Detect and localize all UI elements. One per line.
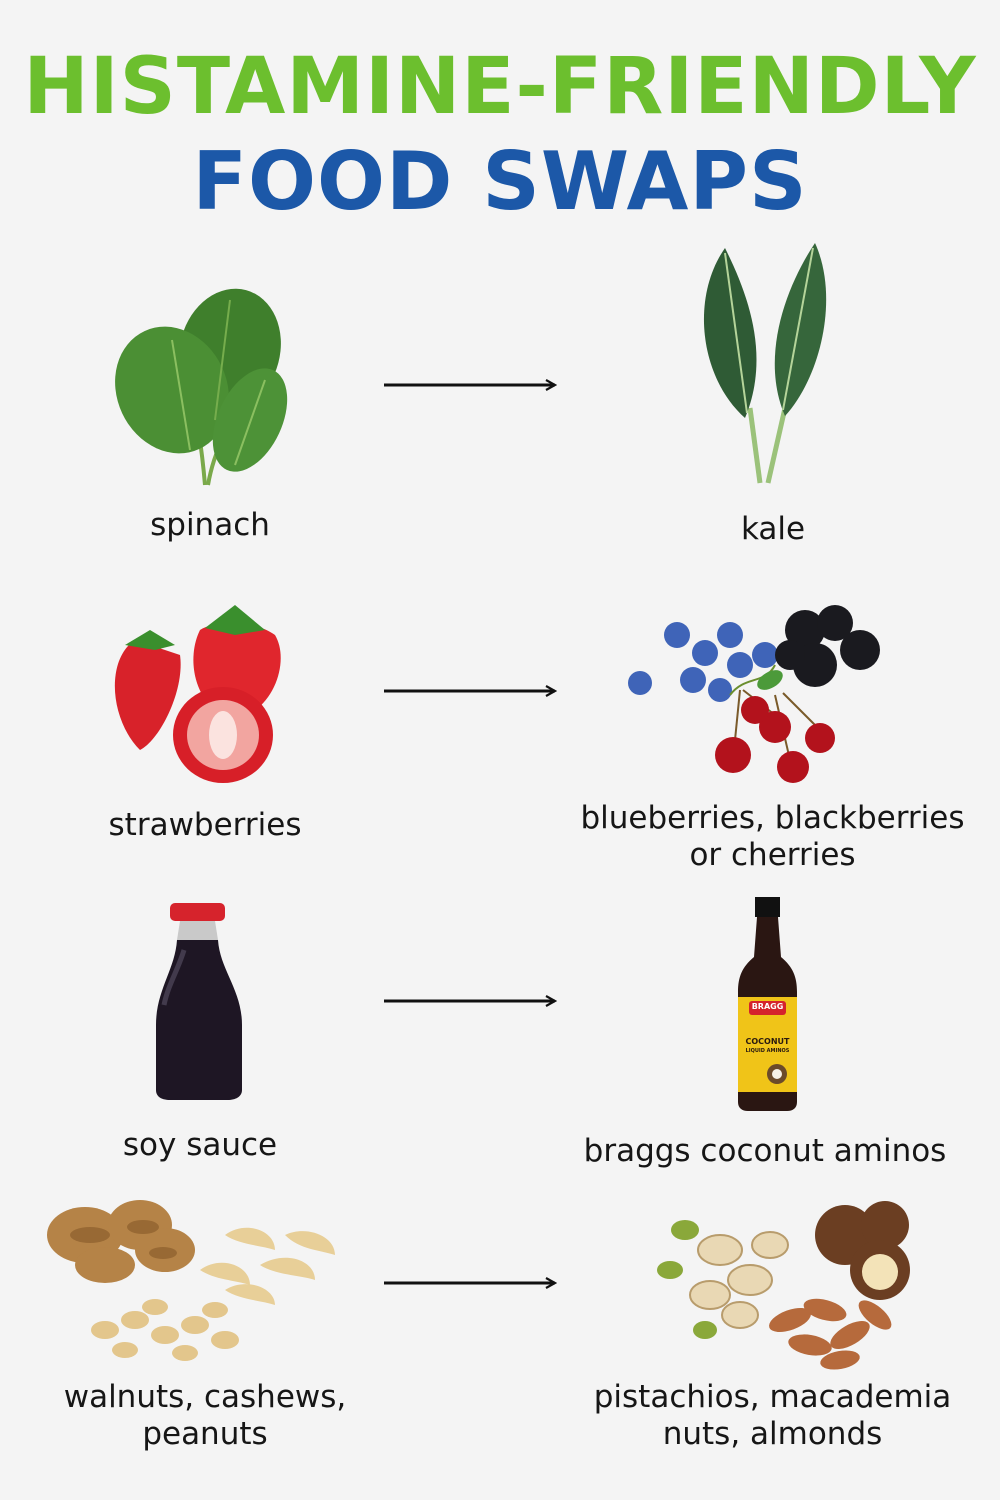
pistachios-macadamia-almonds-icon	[657, 1201, 910, 1370]
arrow-icon	[384, 993, 559, 1009]
swap-from-label: soy sauce	[122, 1127, 278, 1163]
swap-from-label: spinach	[150, 507, 270, 543]
swap-from-label: strawberries	[108, 807, 302, 843]
swap-to-label: kale	[740, 511, 806, 547]
title-line-1: HISTAMINE-FRIENDLY	[23, 42, 977, 132]
berries-cherries-icon	[628, 605, 880, 783]
kale-icon	[703, 243, 827, 484]
swap-to-label-line1: pistachios, macademia	[593, 1379, 952, 1415]
bottle-product-text: COCONUT	[745, 1037, 790, 1046]
arrow-icon	[384, 683, 559, 699]
bottle-product-subtext: LIQUID AMINOS	[745, 1048, 790, 1054]
swap-to-label-line2: or cherries	[689, 837, 856, 873]
walnuts-cashews-peanuts-icon	[47, 1200, 335, 1361]
coconut-aminos-bottle-icon: BRAGG COCONUT LIQUID AMINOS	[735, 897, 800, 1112]
soy-sauce-bottle-icon	[156, 903, 242, 1100]
swap-to-label-line1: blueberries, blackberries	[580, 800, 965, 836]
swap-from-label-line1: walnuts, cashews,	[63, 1379, 347, 1415]
bottle-brand-text: BRAGG	[751, 1002, 784, 1011]
swap-from-label-line2: peanuts	[142, 1416, 268, 1452]
swap-to-label-line2: nuts, almonds	[662, 1416, 883, 1452]
spinach-icon	[115, 288, 288, 486]
swap-to-label: braggs coconut aminos	[583, 1133, 947, 1169]
arrow-icon	[384, 1275, 559, 1291]
title-line-2: FOOD SWAPS	[192, 135, 808, 228]
strawberries-icon	[114, 605, 281, 783]
arrow-icon	[384, 377, 559, 393]
